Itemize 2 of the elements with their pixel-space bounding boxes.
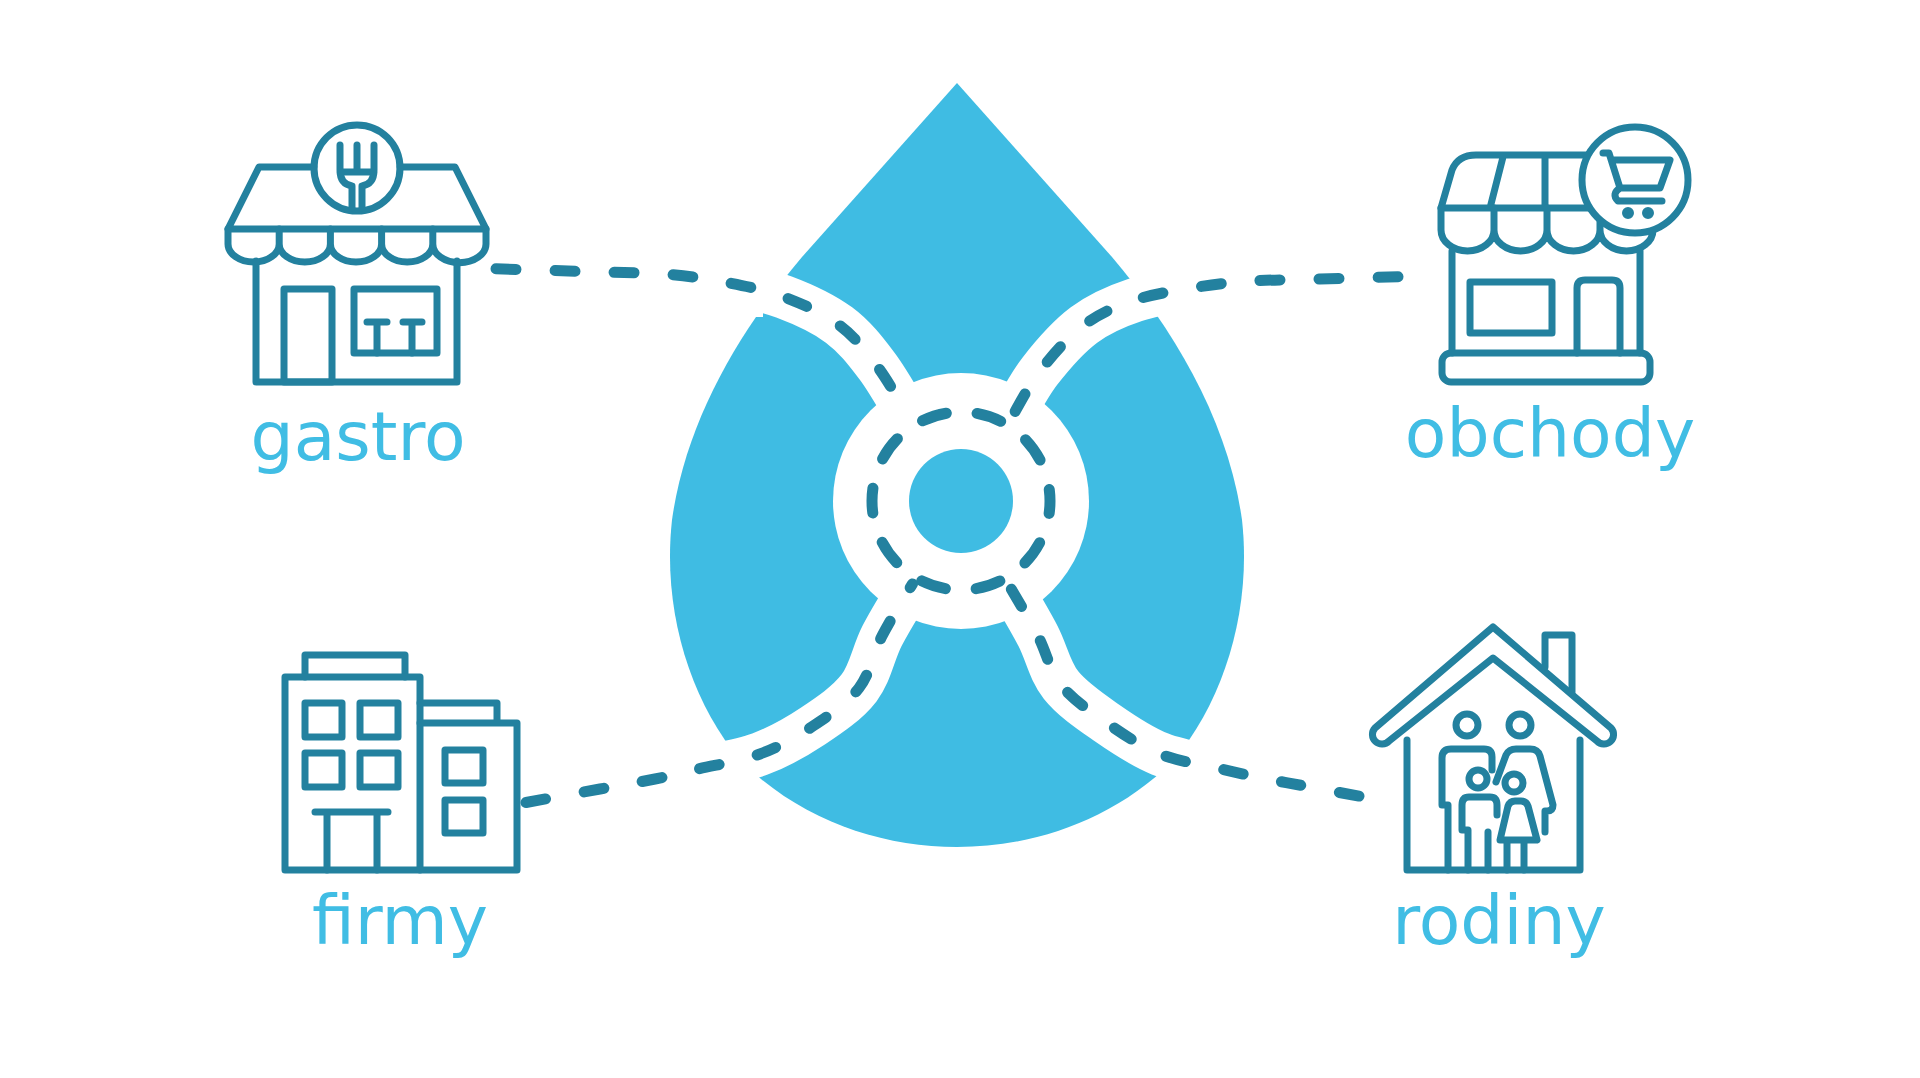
dashed-connector: [520, 578, 918, 808]
roundabout: [866, 406, 1056, 596]
